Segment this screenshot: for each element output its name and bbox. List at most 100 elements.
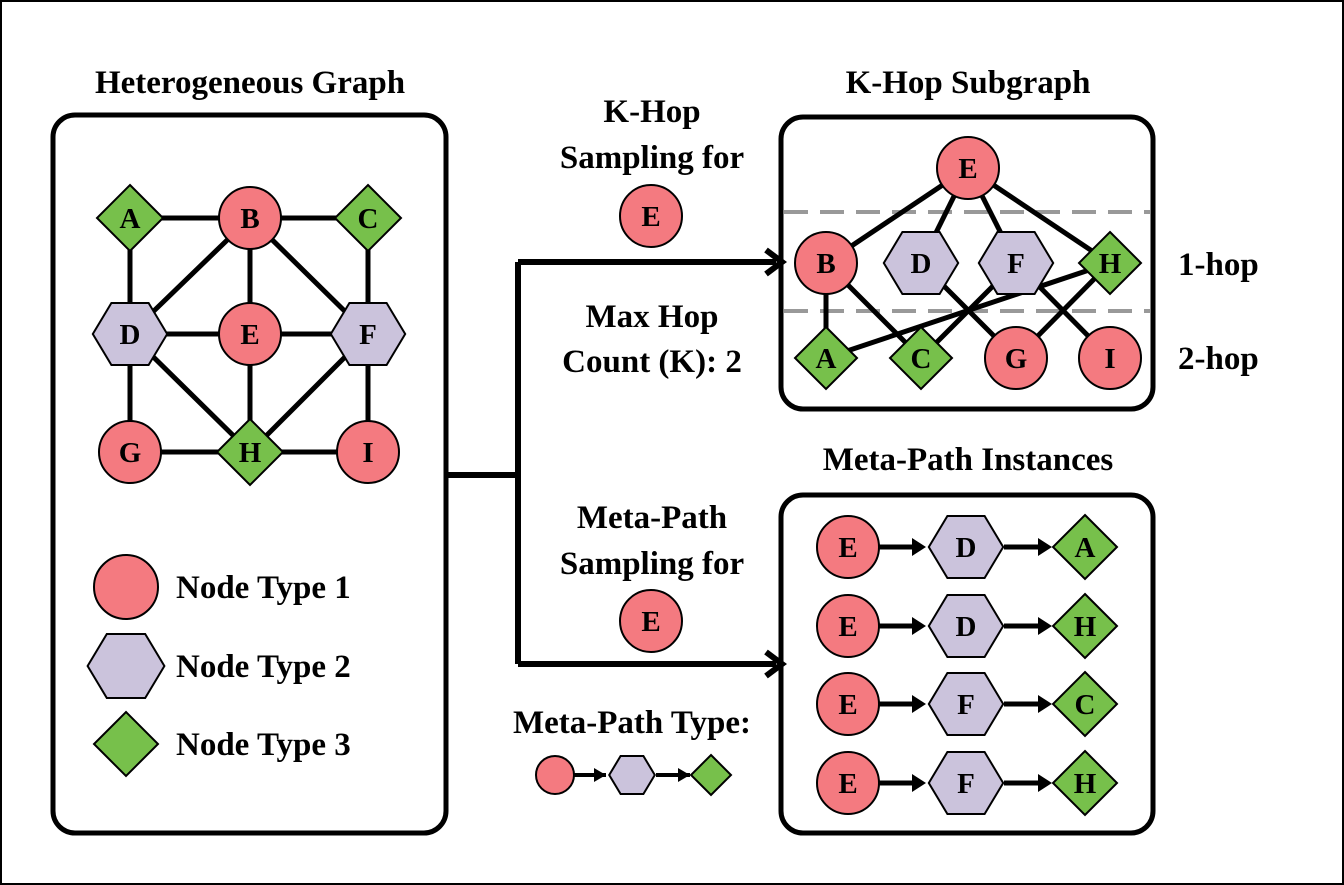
metapath-instance-node-E-label: E [838, 768, 857, 800]
metapath-instance-node-H: H [1051, 592, 1119, 660]
metapath-instance-arrowhead [912, 617, 926, 635]
subgraph-node-hop1-B: B [794, 231, 858, 295]
metapath-type-arrowhead-2 [678, 768, 690, 782]
graph-node-E: E [218, 302, 282, 366]
graph-node-A-label: A [120, 203, 141, 235]
metapath-instance-arrowhead [1038, 538, 1052, 556]
graph-node-F-label: F [359, 319, 377, 351]
khop-subgraph-title: K-Hop Subgraph [846, 65, 1091, 101]
graph-node-A: A [95, 183, 165, 253]
graph-node-I: I [336, 420, 400, 484]
graph-node-G-label: G [119, 437, 142, 469]
metapath-instance-node-D-label: D [956, 532, 977, 564]
metapath-instance-node-E-label: E [838, 689, 857, 721]
metapath-instance-node-F: F [927, 751, 1005, 815]
metapath-instance-arrowhead [1038, 617, 1052, 635]
graph-node-C-label: C [358, 203, 379, 235]
subgraph-node-hop1-D-label: D [911, 248, 932, 280]
graph-node-I-label: I [362, 437, 373, 469]
metapath-type-node-2 [608, 755, 656, 795]
metapath-type-pattern [535, 753, 733, 797]
metapath-instance-node-E: E [816, 515, 880, 579]
metapath-instance-node-E: E [816, 751, 880, 815]
subgraph-node-root: E [936, 136, 1000, 200]
graph-node-D-label: D [120, 319, 141, 351]
graph-node-G: G [98, 420, 162, 484]
legend-label-1: Node Type 1 [176, 570, 351, 606]
subgraph-node-hop2-A: A [793, 325, 859, 391]
graph-node-C: C [333, 183, 403, 253]
legend-diamond-icon [92, 710, 160, 778]
subgraph-node-hop2-C-label: C [911, 343, 932, 375]
legend-label-2: Node Type 2 [176, 649, 351, 685]
metapath-instance-node-D: D [927, 594, 1005, 658]
metapath-instance-node-E: E [816, 594, 880, 658]
khop-sampling-node-label: E [641, 201, 660, 233]
hop2-label: 2-hop [1178, 341, 1259, 377]
metapath-sampling-node-label: E [641, 606, 660, 638]
metapath-instances-title: Meta-Path Instances [823, 442, 1114, 478]
metapath-instance-node-A-label: A [1075, 532, 1096, 564]
metapath-instance-node-F: F [927, 672, 1005, 736]
metapath-instance-arrowhead [912, 538, 926, 556]
subgraph-node-hop1-D: D [882, 231, 960, 295]
metapath-instance-node-H: H [1051, 749, 1119, 817]
metapath-instance-arrowhead [1038, 774, 1052, 792]
graph-node-F: F [329, 302, 407, 366]
metapath-sampling-node: E [619, 589, 683, 653]
subgraph-node-hop1-H: H [1077, 230, 1143, 296]
legend-circle-icon [93, 554, 159, 620]
subgraph-edge-H-A [825, 260, 1111, 361]
subgraph-node-hop1-B-label: B [816, 248, 835, 280]
metapath-type-label: Meta-Path Type: [513, 705, 751, 741]
khop-sampling-node: E [619, 184, 683, 248]
metapath-instance-node-C-label: C [1075, 689, 1096, 721]
metapath-instance-node-H-label: H [1074, 768, 1097, 800]
metapath-type-arrowhead-1 [594, 768, 606, 782]
metapath-instance-node-E-label: E [838, 532, 857, 564]
subgraph-node-hop2-C: C [888, 325, 954, 391]
metapath-instance-arrowhead [912, 695, 926, 713]
metapath-instance-node-F-label: F [957, 689, 975, 721]
legend: Node Type 1 Node Type 2 Node Type 3 [86, 554, 351, 778]
metapath-instance-arrowhead [1038, 695, 1052, 713]
graph-node-D: D [91, 302, 169, 366]
graph-node-H-label: H [239, 437, 262, 469]
metapath-instance-node-D-label: D [956, 611, 977, 643]
hop1-label: 1-hop [1178, 247, 1259, 283]
subgraph-nodes: E B D F H A C G I [793, 136, 1143, 391]
metapath-instance-rows: E D A E D H E F C E F H [816, 513, 1119, 817]
subgraph-node-hop2-I: I [1078, 326, 1142, 390]
metapath-instance-node-D: D [927, 515, 1005, 579]
heterogeneous-graph-title: Heterogeneous Graph [95, 65, 405, 101]
max-hop-line2: Count (K): 2 [562, 344, 742, 380]
legend-hexagon-icon [86, 633, 166, 699]
legend-label-3: Node Type 3 [176, 727, 351, 763]
metapath-instance-node-E: E [816, 672, 880, 736]
graph-node-B: B [218, 186, 282, 250]
graph-nodes: A B C D E F G H I [91, 183, 407, 487]
metapath-instance-node-E-label: E [838, 611, 857, 643]
subgraph-node-root-label: E [958, 153, 977, 185]
metapath-type-node-3 [689, 753, 733, 797]
subgraph-node-hop1-F: F [977, 231, 1055, 295]
graph-node-E-label: E [240, 319, 259, 351]
metapath-type-node-1 [535, 755, 575, 795]
max-hop-line1: Max Hop [586, 299, 719, 335]
subgraph-node-hop2-A-label: A [816, 343, 837, 375]
metapath-sampling-line1: Meta-Path [577, 500, 727, 536]
subgraph-node-hop1-H-label: H [1099, 248, 1122, 280]
subgraph-node-hop2-I-label: I [1104, 343, 1115, 375]
subgraph-node-hop2-G-label: G [1005, 343, 1028, 375]
metapath-instance-node-H-label: H [1074, 611, 1097, 643]
metapath-instance-node-A: A [1051, 513, 1119, 581]
khop-sampling-line2: Sampling for [560, 140, 744, 176]
metapath-instance-node-C: C [1051, 670, 1119, 738]
metapath-instance-arrowhead [912, 774, 926, 792]
main-connector [446, 247, 787, 679]
